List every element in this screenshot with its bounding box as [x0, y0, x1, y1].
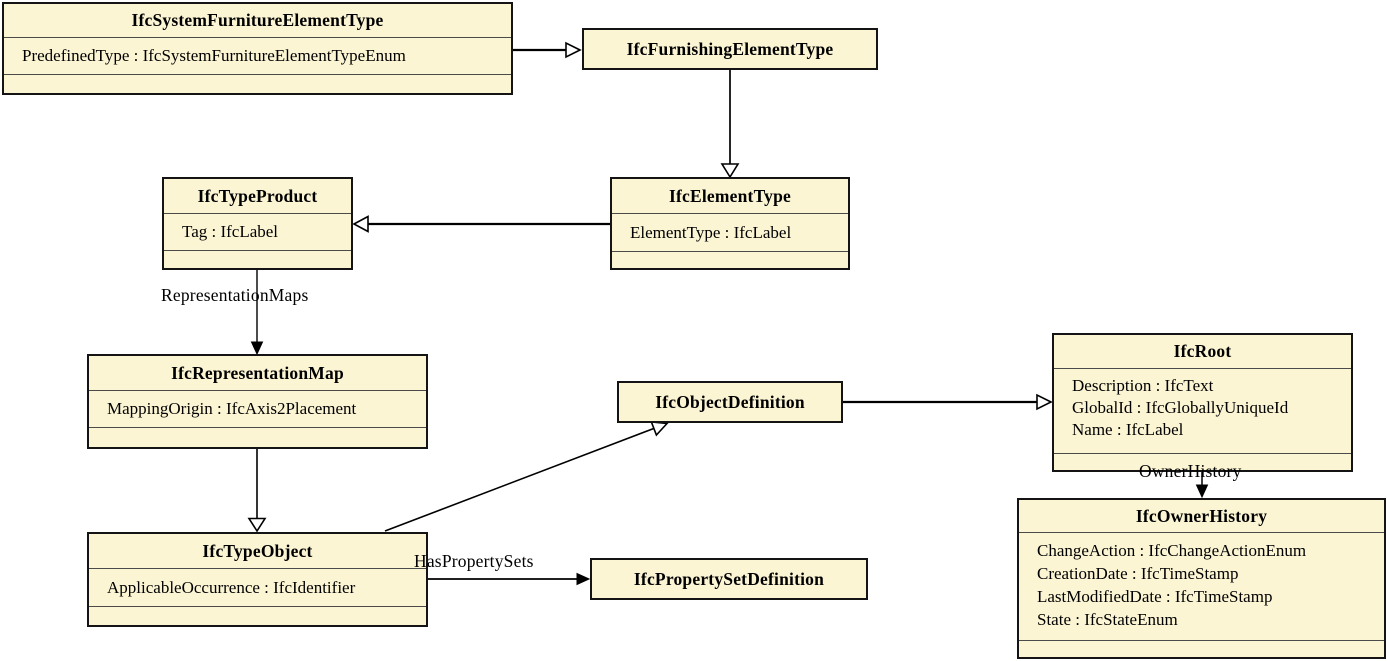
- class-title: IfcOwnerHistory: [1135, 505, 1268, 526]
- class-attributes: Description : IfcText GlobalId : IfcGlob…: [1054, 368, 1351, 453]
- class-empty-compartment: [89, 606, 426, 625]
- class-title: IfcTypeObject: [202, 540, 313, 561]
- edge-haspropertysets: [427, 572, 591, 586]
- class-attribute: GlobalId : IfcGloballyUniqueId: [1072, 398, 1289, 417]
- class-title: IfcElementType: [668, 185, 792, 206]
- edge-ownerhistory: [1195, 472, 1209, 499]
- class-box-ifcobjectdefinition: IfcObjectDefinition: [617, 381, 843, 423]
- class-title: IfcSystemFurnitureElementType: [131, 10, 384, 30]
- class-attribute: Description : IfcText: [1072, 376, 1214, 395]
- class-empty-compartment: [612, 251, 848, 268]
- class-box-ifcroot: IfcRoot Description : IfcText GlobalId :…: [1052, 333, 1353, 472]
- edge-objectdefinition-to-root: [843, 393, 1053, 411]
- class-title: IfcRepresentationMap: [171, 362, 344, 383]
- class-box-ifcpropertysetdefinition: IfcPropertySetDefinition: [590, 558, 868, 600]
- class-empty-compartment: [4, 74, 511, 93]
- class-box-ifcsystemfurnitureelementtype: IfcSystemFurnitureElementType Predefined…: [2, 2, 513, 95]
- class-box-ifctypeobject: IfcTypeObject ApplicableOccurrence : Ifc…: [87, 532, 428, 627]
- class-attribute: ChangeAction : IfcChangeActionEnum: [1037, 541, 1307, 560]
- class-title: IfcFurnishingElementType: [626, 38, 834, 59]
- edge-label-representationmaps: RepresentationMaps: [161, 285, 309, 305]
- edge-systemfurniture-to-furnishing: [513, 41, 582, 59]
- edge-label-ownerhistory: OwnerHistory: [1139, 461, 1242, 481]
- class-title: IfcTypeProduct: [197, 185, 318, 206]
- class-attribute: ElementType : IfcLabel: [630, 222, 792, 242]
- class-attributes: ChangeAction : IfcChangeActionEnum Creat…: [1019, 532, 1384, 640]
- class-attribute: PredefinedType : IfcSystemFurnitureEleme…: [22, 46, 406, 65]
- class-attributes: PredefinedType : IfcSystemFurnitureEleme…: [4, 37, 511, 74]
- class-title: IfcObjectDefinition: [655, 391, 805, 412]
- class-attributes: ElementType : IfcLabel: [612, 213, 848, 251]
- class-attribute: LastModifiedDate : IfcTimeStamp: [1037, 587, 1273, 606]
- class-attributes: Tag : IfcLabel: [164, 213, 351, 250]
- class-empty-compartment: [1054, 453, 1351, 470]
- class-empty-compartment: [1019, 640, 1384, 657]
- edge-representationmaps: [250, 270, 264, 356]
- class-attribute: Tag : IfcLabel: [182, 222, 279, 241]
- class-attribute: State : IfcStateEnum: [1037, 610, 1178, 629]
- class-attribute: Name : IfcLabel: [1072, 420, 1184, 439]
- class-attribute: ApplicableOccurrence : IfcIdentifier: [107, 577, 356, 597]
- class-empty-compartment: [89, 427, 426, 447]
- class-box-ifcownerhistory: IfcOwnerHistory ChangeAction : IfcChange…: [1017, 498, 1386, 659]
- edge-furnishing-to-elementtype: [720, 70, 740, 179]
- class-attribute: MappingOrigin : IfcAxis2Placement: [107, 399, 357, 418]
- class-empty-compartment: [164, 250, 351, 268]
- edge-representationmap-to-typeobject: [247, 449, 267, 533]
- edge-elementtype-to-typeproduct: [352, 215, 610, 233]
- class-attribute: CreationDate : IfcTimeStamp: [1037, 564, 1239, 583]
- class-box-ifcfurnishingelementtype: IfcFurnishingElementType: [582, 28, 878, 70]
- class-box-ifcrepresentationmap: IfcRepresentationMap MappingOrigin : Ifc…: [87, 354, 428, 449]
- class-title: IfcRoot: [1173, 341, 1232, 361]
- class-title: IfcPropertySetDefinition: [633, 568, 825, 589]
- class-attributes: ApplicableOccurrence : IfcIdentifier: [89, 568, 426, 606]
- edge-label-haspropertysets: HasPropertySets: [414, 551, 534, 571]
- class-box-ifcelementtype: IfcElementType ElementType : IfcLabel: [610, 177, 850, 270]
- class-box-ifctypeproduct: IfcTypeProduct Tag : IfcLabel: [162, 177, 353, 270]
- class-attributes: MappingOrigin : IfcAxis2Placement: [89, 390, 426, 427]
